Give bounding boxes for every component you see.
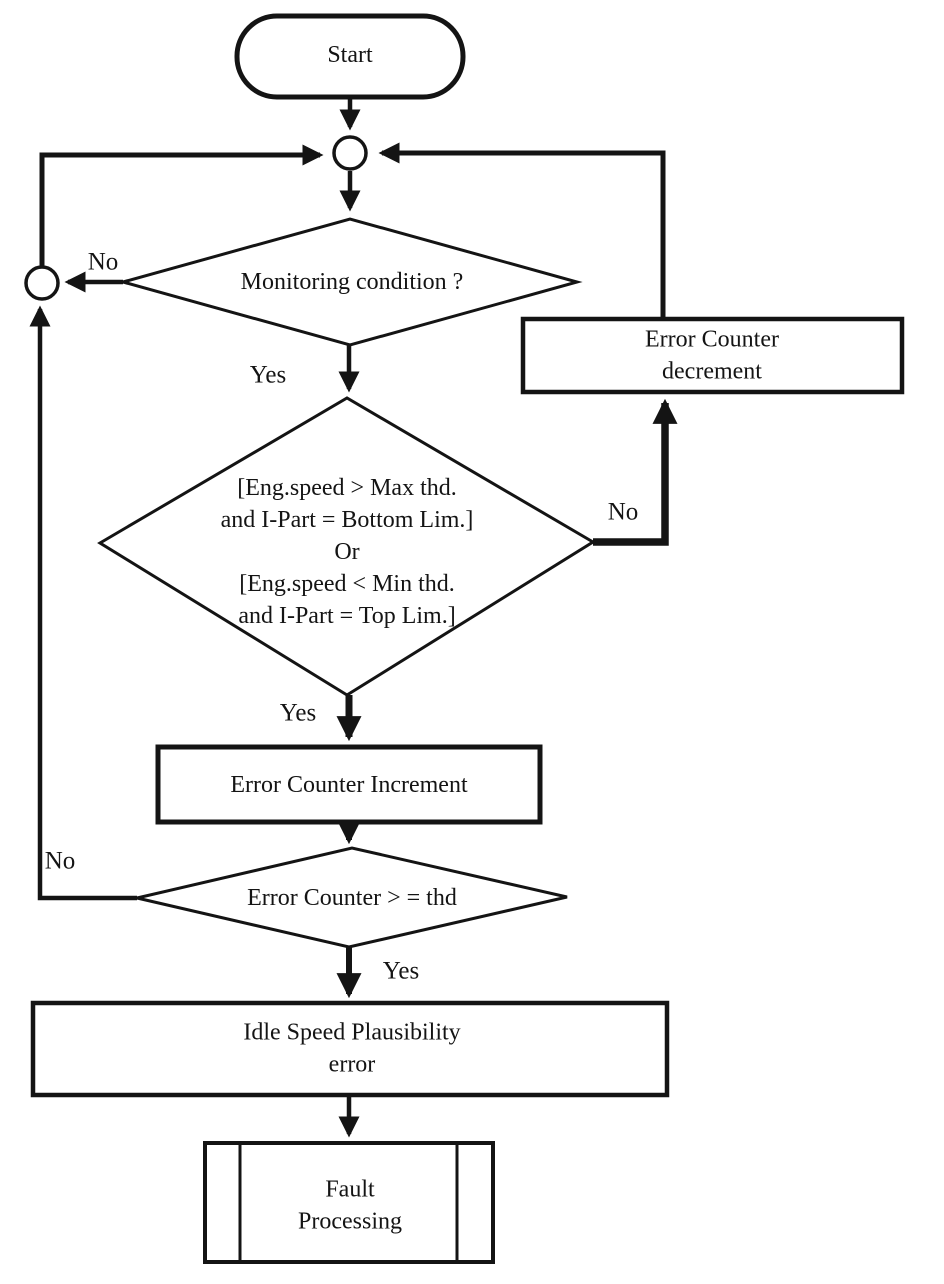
threshold-decision-shape bbox=[136, 846, 568, 949]
threshold-yes-label: Yes bbox=[382, 957, 420, 985]
increment-process-shape bbox=[155, 744, 543, 825]
monitoring-yes-label: Yes bbox=[249, 361, 287, 389]
speed-check-decision-shape bbox=[97, 396, 596, 697]
monitoring-label: Monitoring condition ? bbox=[240, 269, 464, 296]
decrement-label: Error Counter decrement bbox=[645, 326, 779, 384]
fault-predefined-shape bbox=[203, 1141, 495, 1264]
monitoring-no-label: No bbox=[87, 248, 119, 276]
increment-label: Error Counter Increment bbox=[230, 772, 468, 799]
edge-decrement-to-junction bbox=[378, 142, 666, 319]
decrement-process-shape bbox=[520, 316, 905, 395]
idle-error-label: Idle Speed Plausibility error bbox=[243, 1019, 461, 1077]
left-connector-circle bbox=[24, 265, 60, 301]
idle-error-process-shape bbox=[30, 1000, 670, 1098]
start-terminator-shape bbox=[234, 13, 466, 100]
start-label: Start bbox=[327, 42, 373, 69]
fault-label: Fault Processing bbox=[298, 1176, 402, 1234]
speed-check-label: [Eng.speed > Max thd. and I-Part = Botto… bbox=[220, 475, 474, 629]
threshold-label: Error Counter > = thd bbox=[247, 885, 457, 912]
edge-threshold-no bbox=[29, 305, 137, 901]
speed-yes-label: Yes bbox=[279, 699, 317, 727]
edge-speed-no bbox=[593, 398, 678, 546]
speed-no-label: No bbox=[607, 498, 639, 526]
edge-left-rail-to-junction bbox=[39, 144, 324, 267]
threshold-no-label: No bbox=[44, 847, 76, 875]
junction-circle bbox=[332, 135, 368, 171]
monitoring-decision-shape bbox=[117, 217, 583, 347]
